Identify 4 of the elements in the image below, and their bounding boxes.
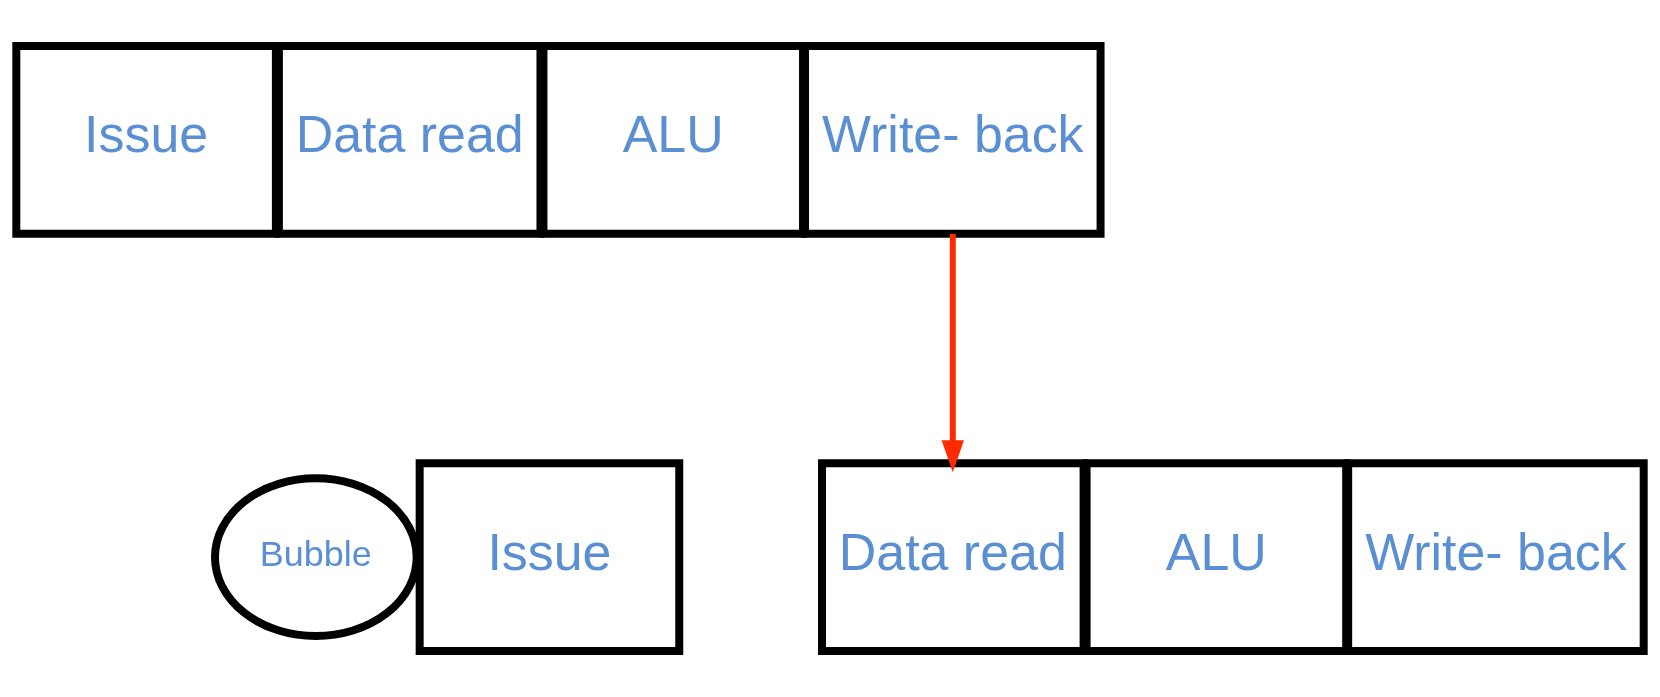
- node-box: Write- back: [1344, 459, 1648, 655]
- arrow: [941, 234, 964, 473]
- node-box: Issue: [415, 459, 684, 655]
- node-box: Write- back: [801, 42, 1105, 238]
